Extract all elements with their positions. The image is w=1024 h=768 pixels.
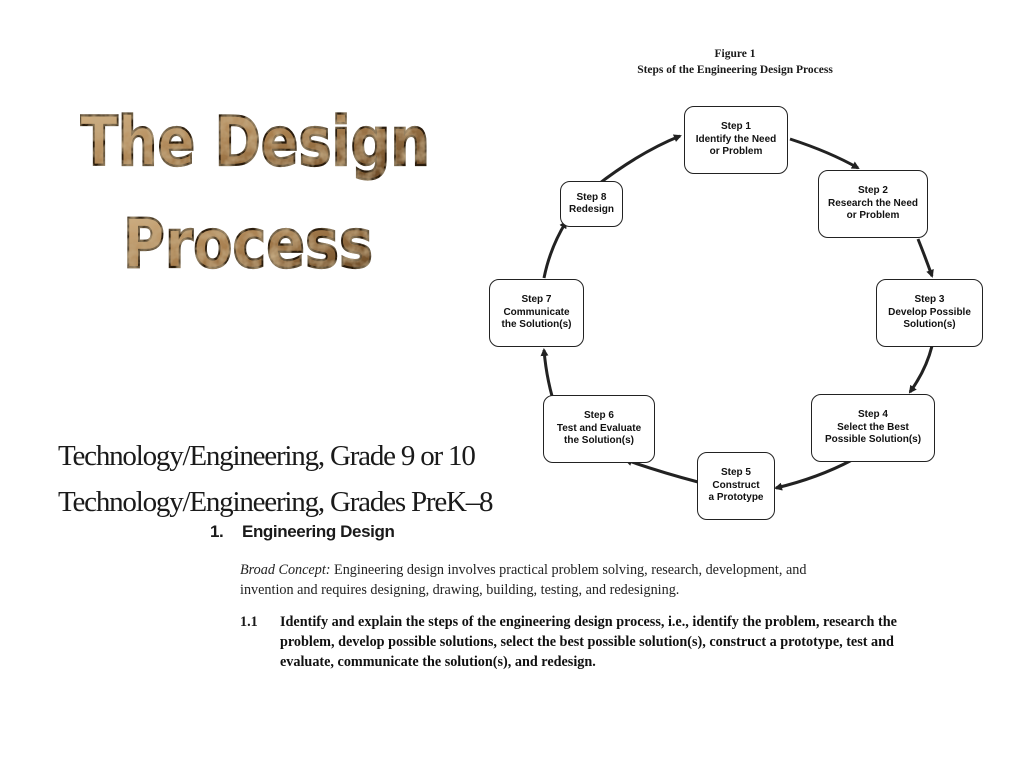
figure-title: Steps of the Engineering Design Process (637, 64, 833, 76)
subtitle-grade-9-10: Technology/Engineering, Grade 9 or 10 (58, 440, 476, 472)
arrow-step2-to-step3 (916, 238, 934, 278)
step-3-heading: Step 3 (914, 294, 945, 306)
cycle-arrows (540, 134, 934, 491)
broad-concept-text: Engineering design involves practical pr… (240, 562, 807, 598)
item-text: Identify and explain the steps of the en… (280, 614, 897, 670)
step-4-line-1: Select the Best (837, 421, 909, 433)
step-8-box: Step 8 Redesign (560, 181, 623, 227)
step-4-heading: Step 4 (857, 409, 888, 421)
step-7-line-1: Communicate (503, 306, 570, 318)
slide-title: The Design Process (70, 95, 460, 285)
broad-concept-paragraph: Broad Concept: Engineering design involv… (240, 560, 850, 600)
step-8-line-1: Redesign (568, 204, 614, 215)
step-3-box: Step 3 Develop Possible Solution(s) (876, 279, 983, 347)
figure-label: Figure 1 (714, 48, 756, 60)
arrow-step1-to-step2 (789, 137, 860, 170)
standard-item-1-1: 1.1 Identify and explain the steps of th… (240, 612, 910, 672)
title-line-2: Process (123, 205, 373, 284)
step-2-line-1: Research the Need (827, 197, 919, 209)
step-6-line-2: the Solution(s) (564, 435, 634, 447)
design-process-figure: Figure 1 Steps of the Engineering Design… (480, 44, 1000, 534)
arrow-step8-to-step1 (595, 134, 682, 188)
arrow-step3-to-step4 (908, 345, 934, 394)
section-heading: 1. Engineering Design (210, 522, 910, 542)
step-5-heading: Step 5 (720, 467, 751, 479)
step-3-line-1: Develop Possible (888, 306, 971, 318)
section-title: Engineering Design (242, 522, 395, 541)
step-7-line-2: the Solution(s) (501, 319, 572, 331)
step-4-box: Step 4 Select the Best Possible Solution… (811, 394, 935, 462)
arrow-step4-to-step5 (774, 458, 853, 491)
step-5-box: Step 5 Construct a Prototype (697, 452, 775, 520)
step-2-line-2: or Problem (846, 210, 900, 222)
arrow-step6-to-step7 (540, 348, 554, 397)
standard-section: 1. Engineering Design Broad Concept: Engi… (210, 522, 910, 672)
step-2-heading: Step 2 (857, 185, 888, 197)
step-1-heading: Step 1 (720, 121, 751, 133)
step-1-line-1: Identify the Need (695, 133, 777, 145)
step-5-line-2: a Prototype (708, 492, 764, 504)
step-6-box: Step 6 Test and Evaluate the Solution(s) (543, 395, 655, 463)
step-1-box: Step 1 Identify the Need or Problem (684, 106, 788, 174)
title-line-1: The Design (80, 103, 430, 182)
step-7-box: Step 7 Communicate the Solution(s) (489, 279, 584, 347)
step-8-heading: Step 8 (576, 191, 607, 203)
subtitle-grades-prek-8: Technology/Engineering, Grades PreK–8 (58, 486, 494, 518)
arrow-step5-to-step6 (624, 458, 699, 484)
item-number: 1.1 (240, 614, 258, 630)
step-4-line-2: Possible Solution(s) (824, 434, 922, 446)
broad-concept-label: Broad Concept: (240, 562, 331, 578)
figure-caption: Figure 1 Steps of the Engineering Design… (480, 46, 990, 78)
step-3-line-2: Solution(s) (903, 319, 956, 331)
section-number: 1. (210, 522, 224, 541)
step-2-box: Step 2 Research the Need or Problem (818, 170, 928, 238)
step-1-line-2: or Problem (709, 146, 763, 158)
step-5-line-1: Construct (712, 479, 760, 491)
step-7-heading: Step 7 (521, 294, 552, 306)
step-6-line-1: Test and Evaluate (556, 422, 642, 434)
step-6-heading: Step 6 (583, 410, 614, 422)
arrow-step7-to-step8 (542, 220, 568, 279)
